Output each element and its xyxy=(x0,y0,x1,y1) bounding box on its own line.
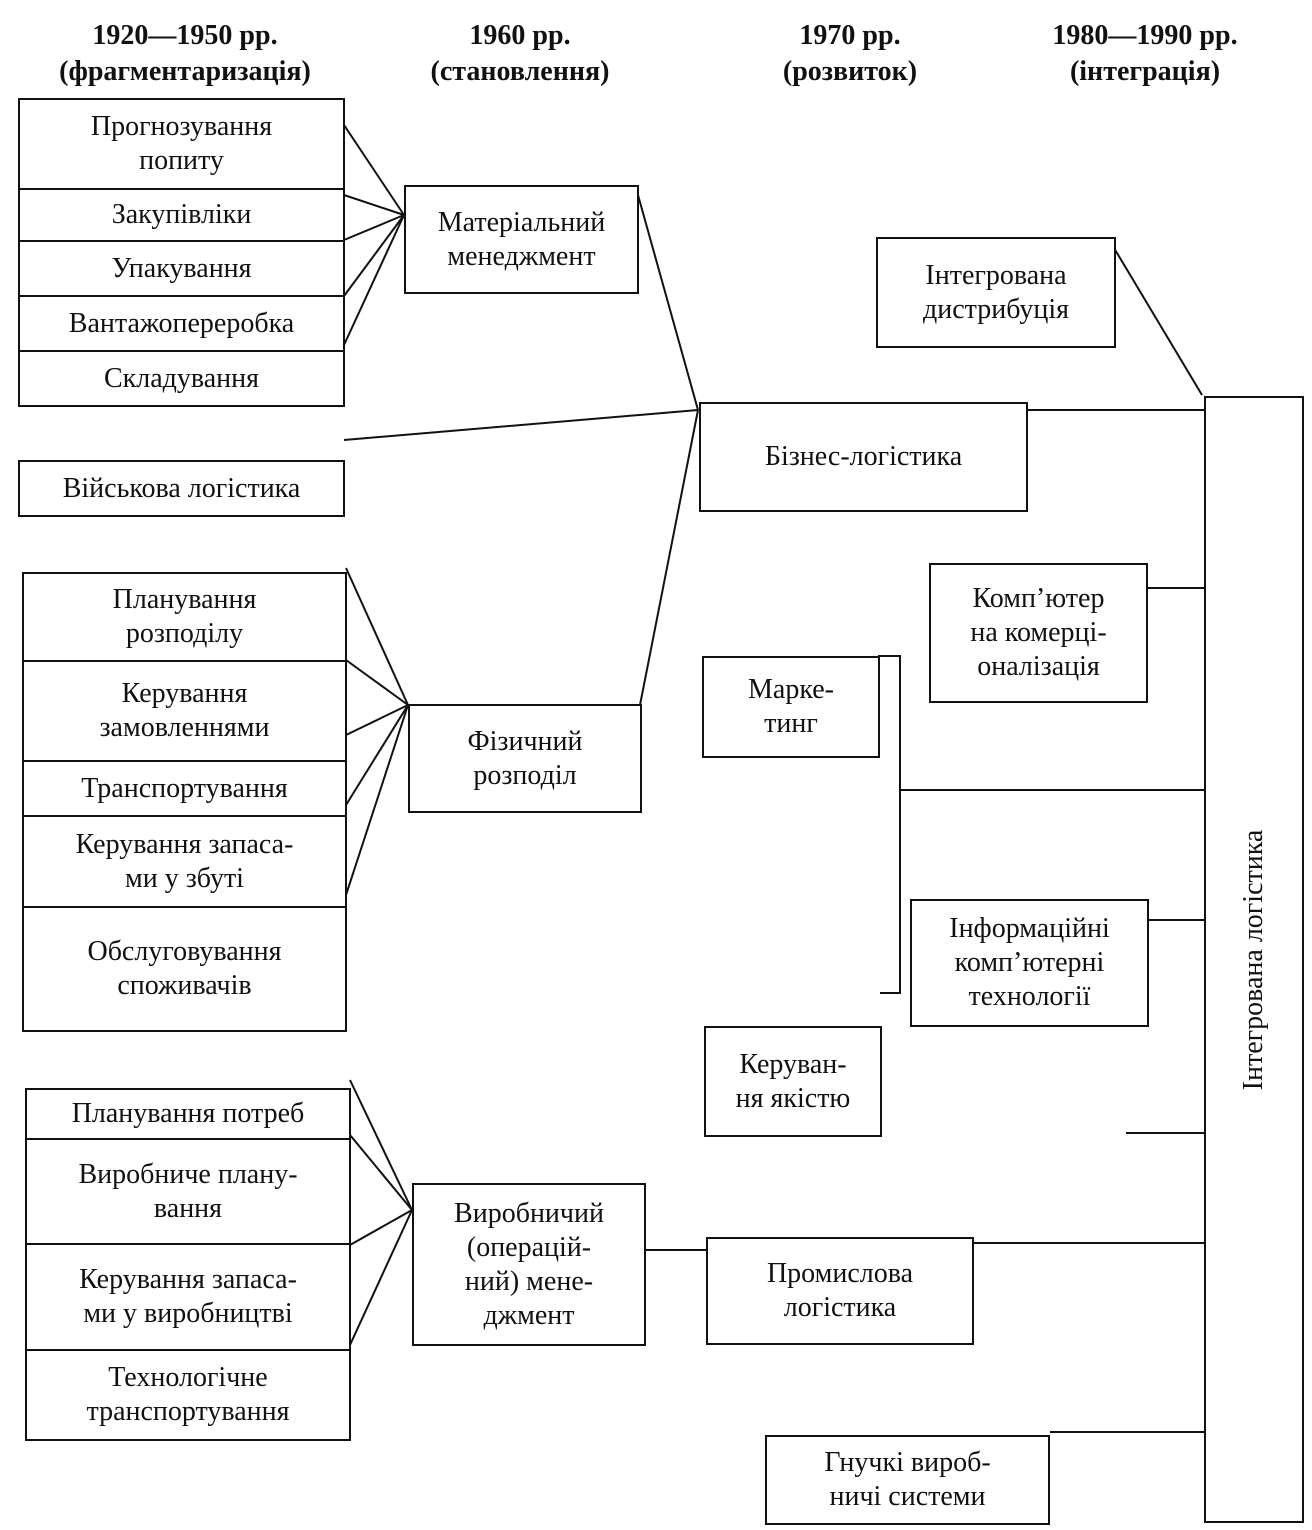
box-requirements-planning: Планування потреб xyxy=(25,1088,351,1140)
box-production-inventory: Керування запаса- ми у виробництві xyxy=(25,1245,351,1351)
box-sales-inventory: Керування запаса- ми у збуті xyxy=(22,817,347,908)
link-g2-3 xyxy=(345,704,409,736)
header-phase: (інтеграція) xyxy=(1069,56,1221,87)
integrated-logistics-label: Інтегрована логістика xyxy=(1238,829,1269,1091)
header-1920-1950: 1920—1950 рр. (фрагментаризація) xyxy=(10,18,360,90)
link-g1-4 xyxy=(343,214,405,297)
header-phase: (фрагментаризація) xyxy=(59,56,311,87)
header-1970: 1970 рр. (розвиток) xyxy=(740,18,960,90)
link-material-business xyxy=(637,194,699,411)
box-info-computer-tech: Інформаційні комп’ютерні технології xyxy=(910,899,1149,1027)
link-g3-2 xyxy=(349,1134,413,1211)
link-g2-1 xyxy=(345,567,409,706)
header-phase: (розвиток) xyxy=(782,56,918,87)
box-computer-commercialization: Комп’ютер на комерці- оналізація xyxy=(929,563,1148,703)
box-customer-service: Обслуговування споживачів xyxy=(22,908,347,1032)
box-production-planning: Виробниче плану- вання xyxy=(25,1140,351,1245)
link-g2-5 xyxy=(345,704,409,896)
box-purchasing: Закупівліки xyxy=(18,190,345,242)
header-period: 1920—1950 рр. xyxy=(92,20,278,51)
header-phase: (становлення) xyxy=(430,56,610,87)
link-g2-2 xyxy=(345,659,409,706)
header-period: 1960 рр. xyxy=(469,20,571,51)
box-warehousing: Складування xyxy=(18,352,345,407)
link-g3-4 xyxy=(349,1209,413,1346)
link-distribution xyxy=(1113,247,1203,396)
box-tech-transport: Технологічне транспортування xyxy=(25,1351,351,1441)
link-g3-3 xyxy=(349,1209,413,1246)
link-g1-3 xyxy=(343,214,405,241)
link-military xyxy=(343,409,699,441)
box-transportation: Транспортування xyxy=(22,762,347,817)
box-production-management: Виробничий (операцій- ний) мене- джмент xyxy=(412,1183,646,1346)
link-g2-4 xyxy=(345,704,409,806)
link-g3-1 xyxy=(349,1079,413,1211)
header-period: 1970 рр. xyxy=(799,20,901,51)
link-physical-business xyxy=(639,409,699,706)
box-distribution-planning: Планування розподілу xyxy=(22,572,347,662)
link-g1-5 xyxy=(343,214,405,346)
box-order-management: Керування замовленнями xyxy=(22,662,347,762)
box-industrial-logistics: Промислова логістика xyxy=(706,1237,974,1345)
box-marketing: Марке- тинг xyxy=(702,656,880,758)
box-integrated-distribution: Інтегрована дистрибуція xyxy=(876,237,1116,348)
bracket-marketing-infotech xyxy=(878,655,901,994)
box-quality-management: Керуван- ня якістю xyxy=(704,1026,882,1137)
header-1980-1990: 1980—1990 рр. (інтеграція) xyxy=(1020,18,1270,90)
header-1960: 1960 рр. (становлення) xyxy=(400,18,640,90)
box-material-management: Матеріальний менеджмент xyxy=(404,185,639,294)
box-demand-forecasting: Прогнозування попиту xyxy=(18,98,345,190)
box-integrated-logistics xyxy=(1204,396,1304,1523)
box-packaging: Упакування xyxy=(18,242,345,297)
box-physical-distribution: Фізичний розподіл xyxy=(408,704,642,813)
box-business-logistics: Бізнес-логістика xyxy=(699,402,1028,512)
box-flexible-systems: Гнучкі вироб- ничі системи xyxy=(765,1435,1050,1525)
box-cargo-handling: Вантажопереробка xyxy=(18,297,345,352)
header-period: 1980—1990 рр. xyxy=(1052,20,1238,51)
link-g1-2 xyxy=(343,194,405,216)
link-g1-1 xyxy=(343,124,405,216)
box-military-logistics: Військова логістика xyxy=(18,460,345,517)
